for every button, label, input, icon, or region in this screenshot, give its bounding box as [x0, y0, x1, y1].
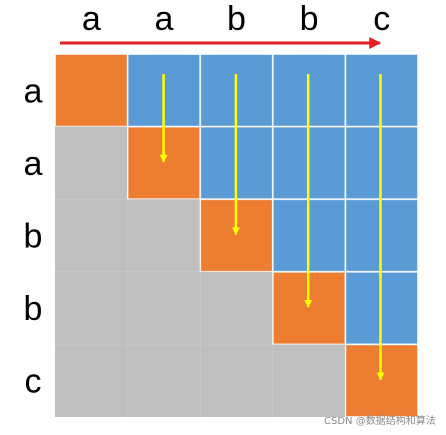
matrix-cell-lower-r4-c1: [55, 271, 128, 345]
matrix-cell-lower-r5-c3: [200, 344, 273, 417]
row-label-1: a: [24, 72, 43, 110]
matrix-cell-lower-r5-c4: [272, 344, 346, 417]
row-label-5: c: [25, 363, 42, 401]
column-label-1: a: [82, 0, 101, 38]
column-label-5: c: [373, 0, 390, 38]
cell-outline-r1-c1: [55, 54, 128, 127]
column-label-2: a: [154, 0, 173, 38]
matrix-cell-lower-r3-c1: [55, 199, 128, 272]
watermark: CSDN @数据结构和算法: [324, 414, 436, 427]
matrix-cell-lower-r4-c3: [200, 271, 273, 345]
matrix-cell-lower-r3-c2: [127, 199, 201, 272]
matrix-cell-lower-r5-c2: [127, 344, 201, 417]
matrix-cell-diagonal-r1-c1: [54, 53, 129, 128]
column-label-3: b: [227, 0, 246, 38]
matrix-cell-lower-r4-c2: [127, 271, 201, 345]
matrix-cell-lower-r2-c1: [55, 126, 128, 200]
matrix-cell-lower-r5-c1: [55, 344, 128, 417]
column-arrows: [159, 74, 385, 381]
column-label-4: b: [300, 0, 319, 38]
row-label-2: a: [24, 145, 43, 183]
row-label-3: b: [24, 218, 43, 256]
row-label-4: b: [24, 290, 43, 328]
